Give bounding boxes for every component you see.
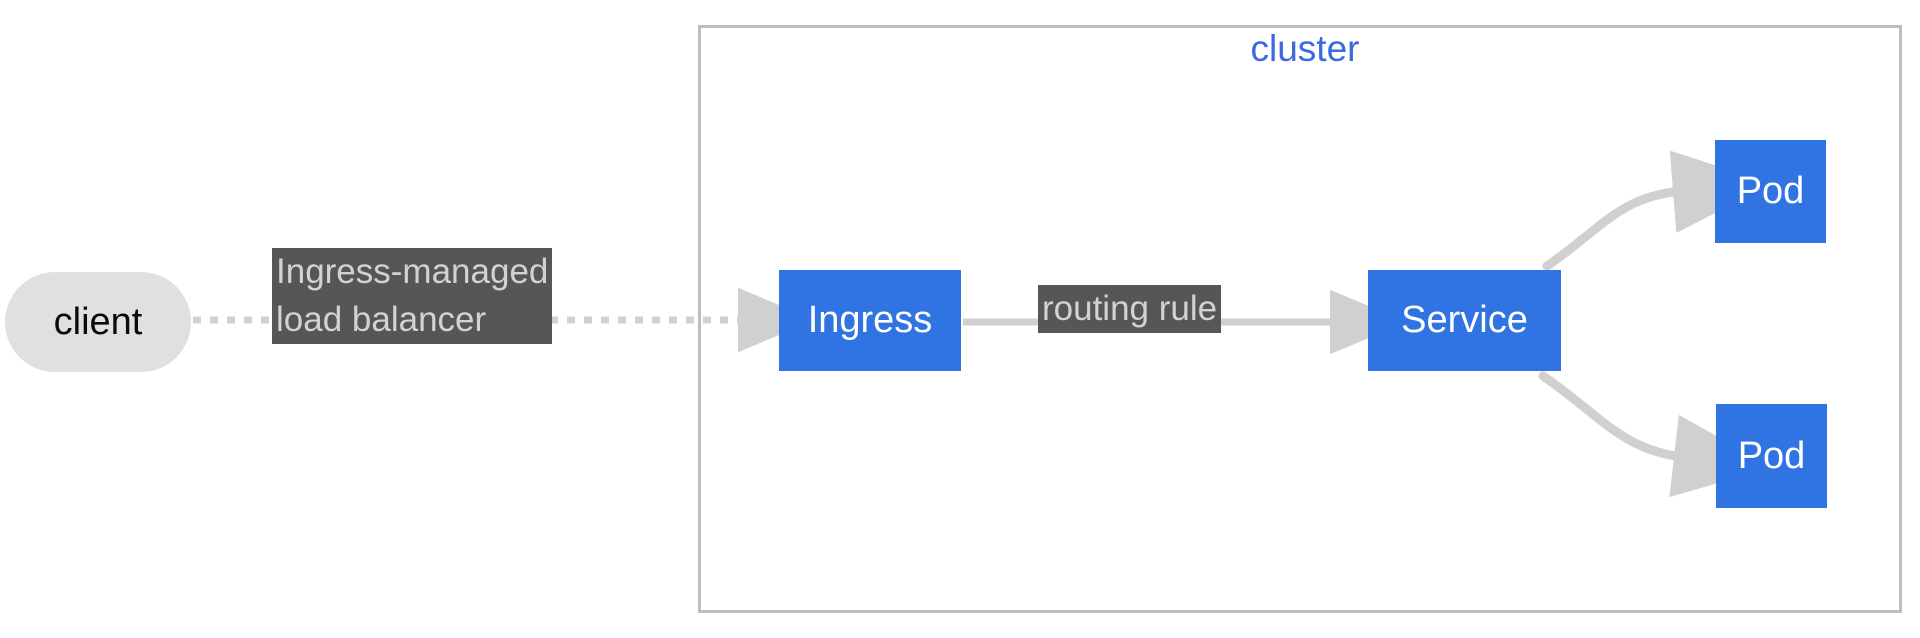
node-service-label: Service [1401,299,1528,341]
edge-service-to-pod-bottom [1538,371,1773,498]
edge-label-routing-rule: routing rule [1038,285,1222,333]
edge-label-routing-rule-text: routing rule [1042,289,1218,328]
node-client-label: client [53,300,143,343]
node-service[interactable]: Service [1368,270,1561,371]
edge-label-line-2: load balancer [276,300,487,339]
node-pod-top-label: Pod [1736,170,1805,212]
edge-label-line-1: Ingress-managed [276,252,549,291]
node-client[interactable]: client [5,272,191,372]
node-pod-bottom[interactable]: Pod [1716,404,1827,508]
node-pod-bottom-label: Pod [1737,434,1806,477]
node-pod-top[interactable]: Pod [1715,140,1826,243]
node-ingress-label: Ingress [807,299,933,341]
cluster-label: cluster [1250,28,1360,69]
edge-label-ingress-managed-load-balancer: Ingress-managed load balancer [272,248,553,344]
node-ingress[interactable]: Ingress [779,270,961,371]
edge-service-to-pod-top [1542,150,1772,271]
cluster-subgraph-boundary [698,25,1902,613]
